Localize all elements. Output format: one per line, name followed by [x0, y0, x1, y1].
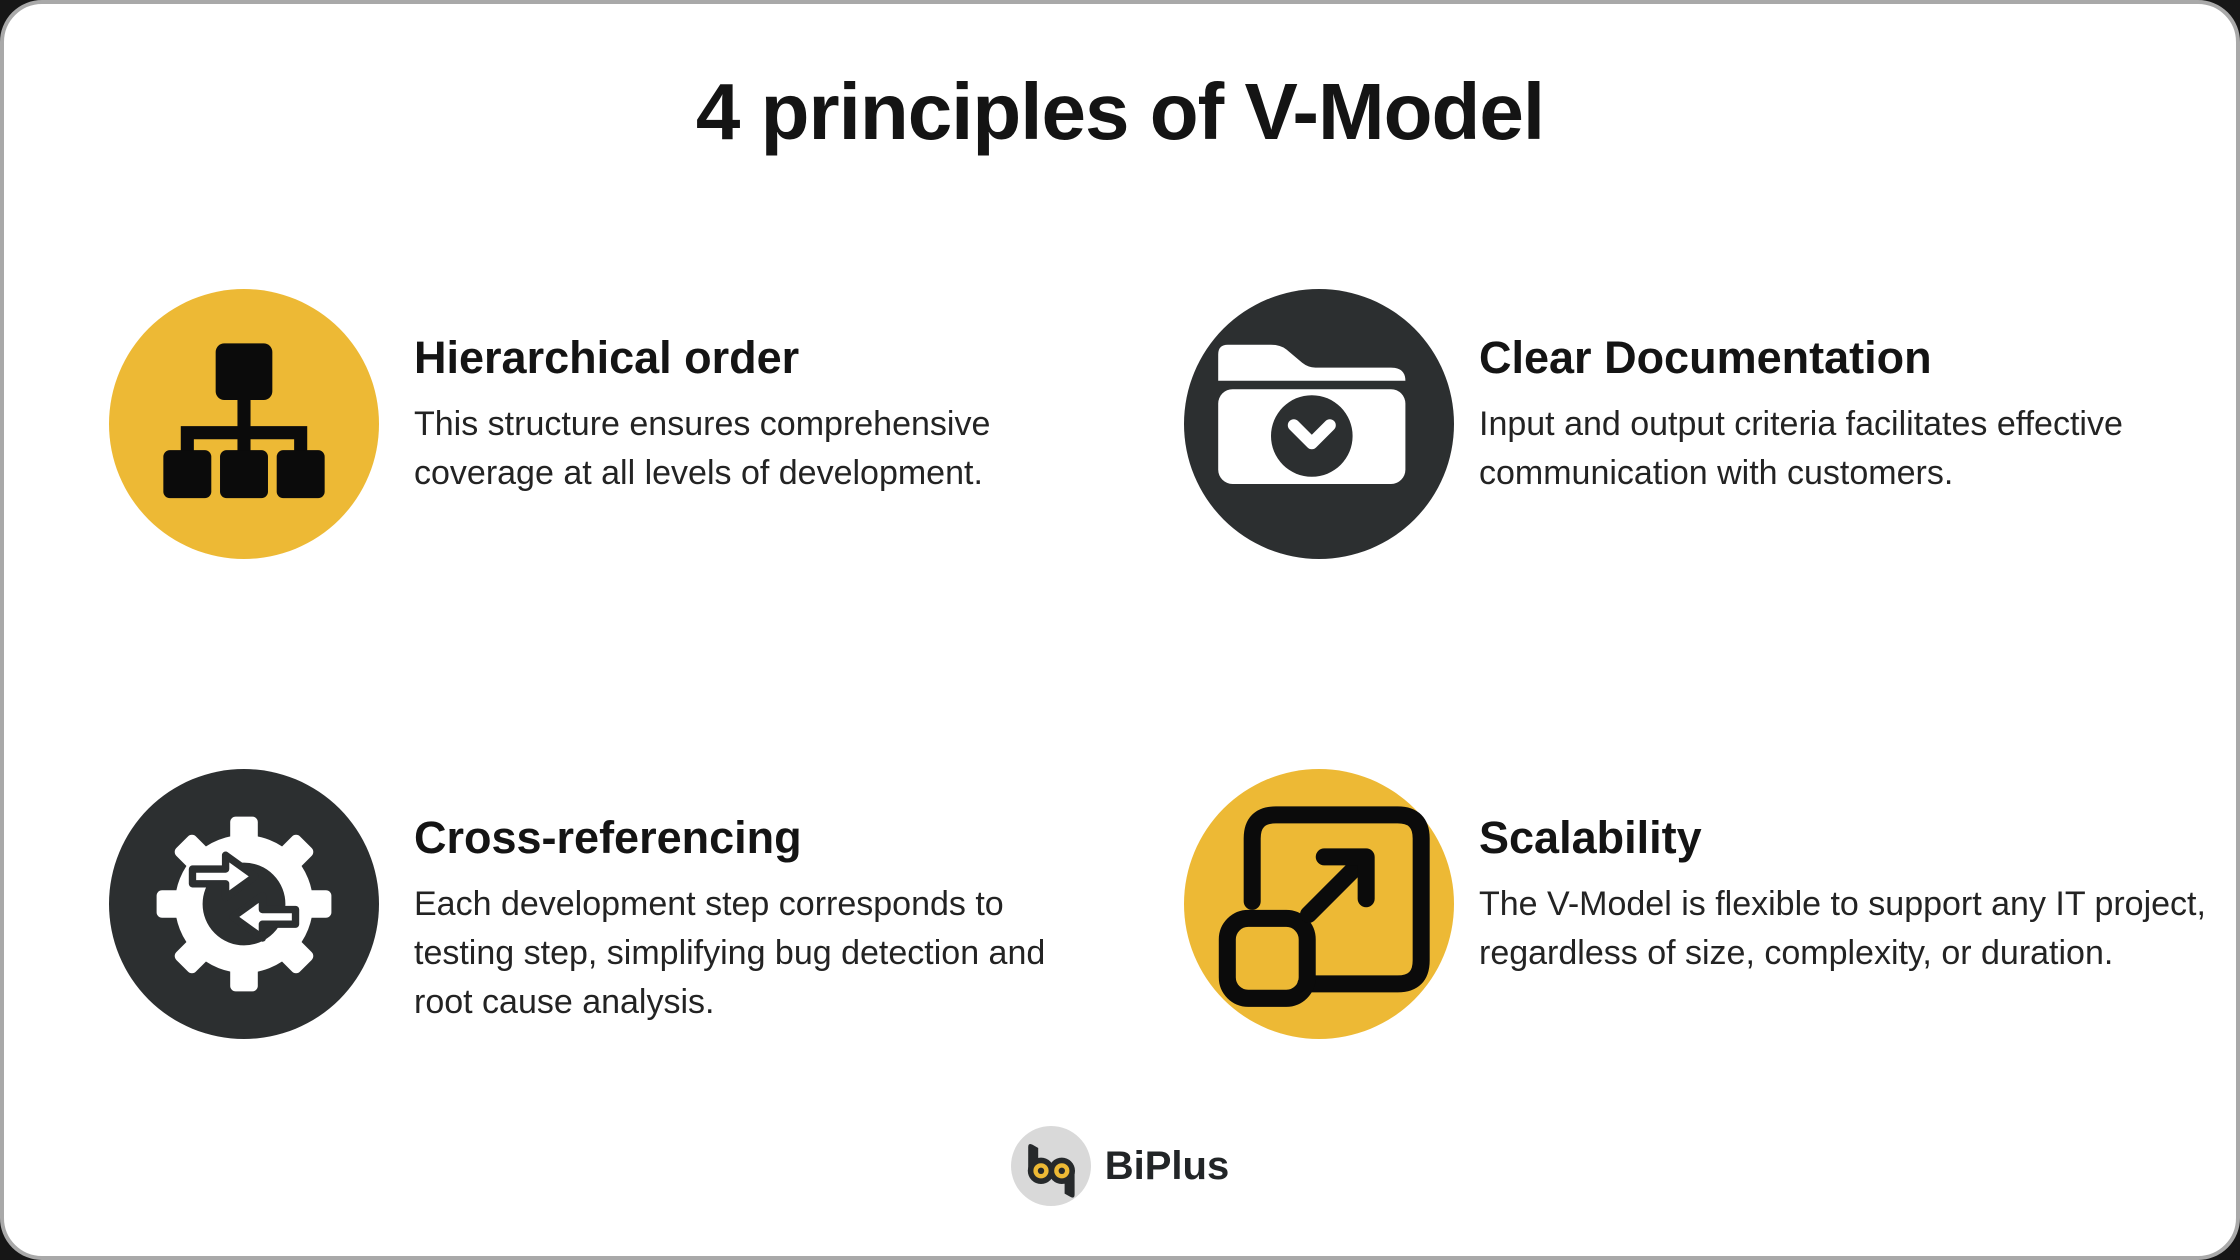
brand-name: BiPlus: [1104, 1143, 1230, 1188]
principle-description: Each development step corresponds to tes…: [414, 884, 1046, 1021]
hierarchical-order-icon-circle: [109, 289, 379, 559]
scalability-icon-circle: [1184, 769, 1454, 1039]
cross-referencing-icon-circle: [109, 769, 379, 1039]
cross-referencing-section: Cross-referencing Each development step …: [414, 812, 1104, 1027]
clear-documentation-section: Clear Documentation Input and output cri…: [1479, 332, 2209, 498]
biplus-owl-logo-icon: [1010, 1126, 1091, 1206]
principle-description: Input and output criteria facilitates ef…: [1479, 404, 2123, 492]
gear-sync-arrows-icon: [156, 816, 332, 992]
principle-description: This structure ensures comprehensive cov…: [414, 404, 991, 492]
folder-check-icon: [1218, 344, 1406, 484]
principle-title: Scalability: [1479, 812, 1702, 863]
principle-title: Clear Documentation: [1479, 332, 1932, 383]
page-title: 4 principles of V-Model: [695, 67, 1545, 156]
scalability-section: Scalability The V-Model is flexible to s…: [1479, 812, 2209, 978]
principle-title: Cross-referencing: [414, 812, 802, 863]
principle-title: Hierarchical order: [414, 332, 800, 383]
hierarchical-order-section: Hierarchical order This structure ensure…: [414, 332, 1104, 498]
hierarchy-icon: [163, 343, 325, 499]
principle-description: The V-Model is flexible to support any I…: [1479, 884, 2206, 972]
footer-brand: BiPlus: [4, 1126, 2236, 1206]
expand-scale-icon: [1218, 806, 1430, 1007]
clear-documentation-icon-circle: [1184, 289, 1454, 559]
